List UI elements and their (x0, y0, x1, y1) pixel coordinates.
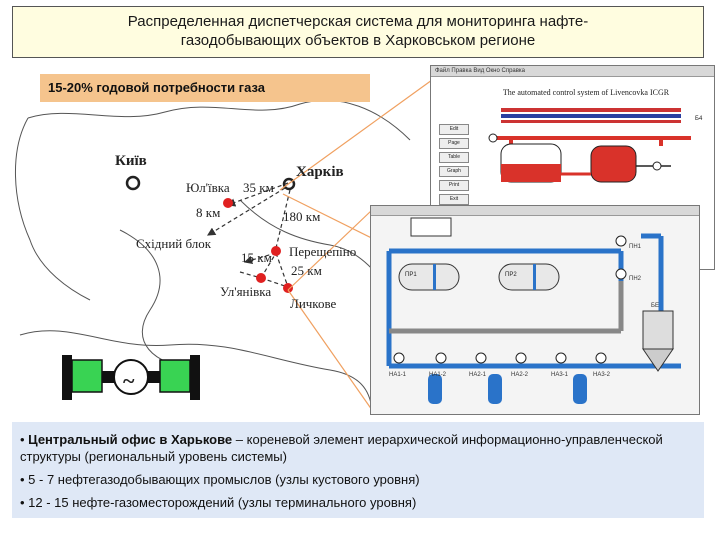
connector-line (287, 289, 373, 411)
bullet-1: • Центральный офис в Харькове – коренево… (20, 432, 663, 464)
bullet-1-text: – кореневой элемент иерархической информ… (20, 432, 663, 464)
label-yulivka: Юл'ївка (186, 180, 230, 195)
demand-label-box: 15-20% годовой потребности газа (40, 74, 370, 102)
scada-status-strip (501, 114, 681, 118)
scada-tag-b4: Б4 (695, 116, 703, 122)
scada-button-print[interactable]: Print (439, 180, 469, 191)
bullet-3: • 12 - 15 нефте-газоместорождений (узлы … (20, 495, 417, 510)
node-yulivka (223, 198, 233, 208)
compressor-unit (62, 355, 200, 400)
separator-label-1: ПР1 (405, 272, 417, 278)
map-border (19, 330, 373, 411)
label-dist-35: 35 км (243, 180, 274, 195)
label-dist-15: 15 км (241, 250, 272, 265)
bullet-2: • 5 - 7 нефтегазодобывающих промыслов (у… (20, 472, 420, 487)
node-pereshchepyno (271, 246, 281, 256)
label-dist-8: 8 км (196, 205, 221, 220)
scada-button-graph[interactable]: Graph (439, 166, 469, 177)
separator-label-2: ПР2 (505, 272, 517, 278)
storage-label: БЕ (651, 303, 659, 309)
bullet-3-text: 12 - 15 нефте-газоместорождений (узлы те… (28, 495, 417, 510)
label-ulianivka: Ул'янівка (220, 284, 272, 299)
title-line-2: газодобывающих объектов в Харковськом ре… (180, 32, 536, 49)
scada-button-page[interactable]: Page (439, 138, 469, 149)
dashed-link (206, 187, 286, 236)
dashed-link (226, 182, 289, 207)
scada-button-exit[interactable]: Exit (439, 194, 469, 205)
scada-alarm-strip (501, 108, 681, 112)
label-pereshchepyno: Перещепіно (289, 244, 357, 259)
label-dist-180: 180 км (283, 209, 321, 224)
compressor-tilde-icon: ~ (123, 368, 135, 393)
bullet-2-text: 5 - 7 нефтегазодобывающих промыслов (узл… (28, 472, 420, 487)
scada-button-table[interactable]: Table (439, 152, 469, 163)
scada-button-edit[interactable]: Edit (439, 124, 469, 135)
dashed-link (275, 252, 289, 288)
label-skhidnyi-blok: Східний блок (136, 236, 212, 251)
label-lychkove: Личкове (290, 296, 337, 311)
dashed-link (275, 189, 291, 249)
pump-label-3: НА2-1 (469, 372, 487, 378)
pump-label-4: НА2-2 (511, 372, 529, 378)
connector-line (287, 209, 373, 291)
label-kharkiv: Харків (296, 164, 344, 180)
scada-screen-field: ПР1 ПР2 ПН1 ПН2 БЕ НА1-1 НА1-2 НА2-1 НА2… (370, 205, 700, 415)
node-lychkove (283, 283, 293, 293)
dashed-link (243, 252, 277, 265)
scada-top-process (488, 133, 691, 183)
pump-label-1: НА1-1 (389, 372, 407, 378)
pump-label-2: НА1-2 (429, 372, 447, 378)
dashed-link (260, 277, 289, 288)
label-kyiv: Київ (115, 153, 147, 169)
pump-label-pn1: ПН1 (629, 244, 641, 250)
dashed-link (239, 271, 262, 279)
kharkiv-marker (282, 177, 296, 191)
title-line-1: Распределенная диспетчерская система для… (127, 13, 589, 30)
info-box: • Центральный офис в Харькове – коренево… (12, 422, 704, 518)
kyiv-marker (125, 175, 141, 191)
dashed-link (260, 252, 277, 279)
node-ulianivka (256, 273, 266, 283)
scada-alarm-strip (501, 120, 681, 123)
map-border (15, 99, 411, 301)
demand-label: 15-20% годовой потребности газа (48, 80, 266, 95)
scada-title: The automated control system of Livencov… (502, 88, 670, 97)
label-dist-25: 25 км (291, 263, 322, 278)
connector-line (279, 79, 433, 191)
pump-label-pn2: ПН2 (629, 276, 641, 282)
bullet-1-bold: Центральный офис в Харькове (28, 432, 233, 447)
pump-label-5: НА3-1 (551, 372, 569, 378)
scada-field-process (386, 217, 681, 404)
scada-menubar[interactable]: Файл Правка Вид Окно Справка (431, 66, 714, 77)
scada-toolbar[interactable] (371, 206, 699, 216)
title-box: Распределенная диспетчерская система для… (12, 6, 704, 58)
pump-label-6: НА3-2 (593, 372, 611, 378)
